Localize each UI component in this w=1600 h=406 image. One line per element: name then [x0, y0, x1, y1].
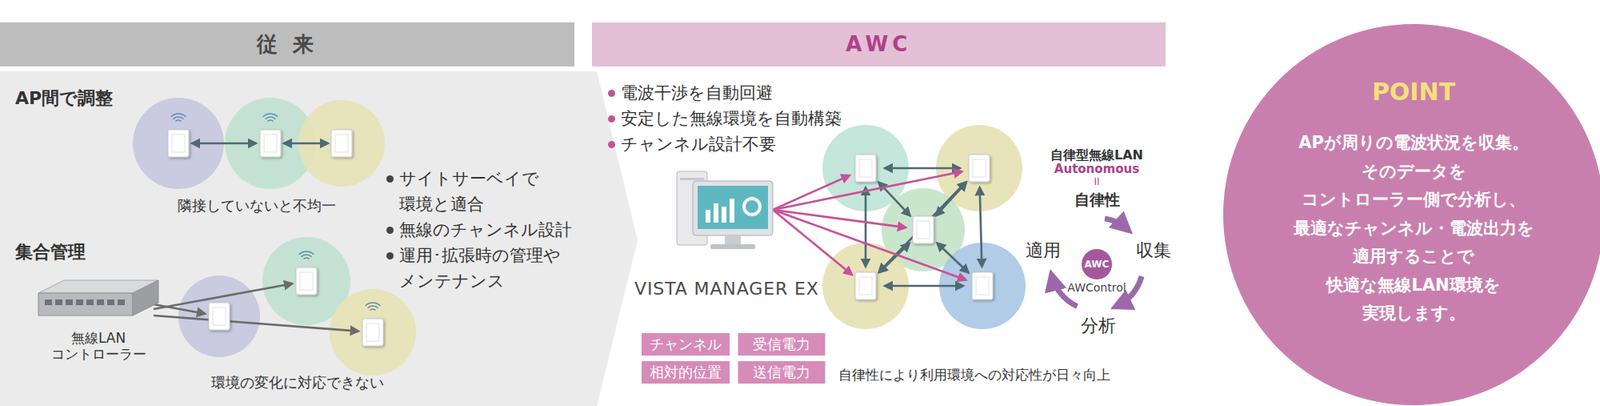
label-text: 自律性により利用環境への対応性が日々向上	[838, 366, 1111, 383]
signal-arrow	[879, 181, 967, 272]
label-text: 自律性	[1074, 190, 1120, 208]
node-title: AWC	[1084, 258, 1110, 270]
label-text: チャンネル設計不要	[620, 134, 776, 154]
access-point-icon	[168, 113, 189, 157]
signal-arrow	[980, 187, 983, 267]
awc-hub: AWCAWControl	[1081, 248, 1112, 280]
text-label: 収集	[1136, 236, 1172, 264]
access-point-icon	[855, 272, 876, 300]
bullet-item: サイトサーベイで 環境と適合	[399, 166, 584, 217]
access-point-icon	[331, 129, 352, 157]
bullet-dot	[386, 175, 394, 183]
signal-arrow	[153, 304, 205, 314]
text-label: VISTA MANAGER EX	[634, 275, 820, 302]
signal-arrow	[864, 187, 868, 267]
bullet-item: 電波干渉を自動回避	[620, 80, 773, 107]
text-label: 適用	[1025, 236, 1061, 264]
bullet-dot	[608, 140, 616, 148]
parameter-tag: 相対的位置	[641, 360, 730, 384]
bullet-item: 安定した無線環境を自動構築	[620, 106, 842, 132]
node-title: 従 来	[256, 32, 319, 57]
section-header: AWC	[592, 22, 1166, 67]
coverage-circle	[329, 288, 416, 376]
label-text: Autonomous	[1054, 161, 1140, 176]
legacy-panel	[0, 71, 638, 406]
point-circle: POINT APが周りの電波状況を収集。 そのデータを コントローラー側で分析し、…	[1222, 23, 1600, 406]
access-point-icon	[972, 272, 993, 300]
label-text: 収集	[1136, 240, 1172, 260]
label-text: 運用･拡張時の管理や メンテナンス	[399, 245, 561, 291]
bullet-dot	[608, 115, 616, 123]
node-title: 送信電力	[752, 363, 811, 381]
text-label: 隣接していないと不均一	[177, 194, 336, 216]
bullet-dot	[386, 252, 394, 260]
signal-arrow	[192, 142, 256, 145]
access-point-icon	[968, 154, 990, 182]
bullet-item: 無線のチャンネル設計	[399, 217, 584, 244]
computer-illustration	[676, 171, 773, 249]
cycle-arrow	[1104, 218, 1128, 230]
label-text: 分析	[1080, 315, 1116, 336]
label-text: 自律型無線LAN	[1050, 147, 1144, 163]
signal-arrow	[884, 167, 960, 170]
node-title: POINT	[1222, 77, 1600, 107]
access-point-icon	[362, 302, 384, 346]
signal-arrow	[936, 242, 968, 272]
coverage-circle	[178, 275, 260, 357]
bullet-dot	[608, 89, 616, 97]
label-text: 電波干渉を自動回避	[620, 83, 773, 103]
text-label: 自律性により利用環境への対応性が日々向上	[838, 364, 1111, 386]
label-text: 無線のチャンネル設計	[399, 220, 572, 240]
label-text: 安定した無線環境を自動構築	[620, 108, 842, 128]
signal-arrow	[153, 315, 359, 332]
text-label: 分析	[1080, 312, 1116, 339]
node-title: 無線LAN コントローラー	[46, 329, 151, 363]
text-label: 自律性	[1074, 188, 1120, 212]
node-title: チャンネル	[649, 335, 722, 353]
access-point-icon	[260, 113, 281, 157]
bullet-dot	[386, 226, 394, 234]
signal-arrow	[772, 209, 966, 280]
label-text: II	[1093, 176, 1100, 188]
switch-icon	[30, 268, 167, 325]
signal-arrow	[772, 209, 852, 275]
node-body: AWControl	[1067, 280, 1126, 295]
label-text: 環境の変化に対応できない	[211, 373, 384, 391]
text-label: 環境の変化に対応できない	[211, 371, 384, 393]
parameter-tag: 送信電力	[738, 360, 826, 384]
text-label: 集合管理	[15, 238, 86, 265]
controller-device: 無線LAN コントローラー	[30, 268, 167, 381]
label-text: VISTA MANAGER EX	[634, 278, 820, 299]
label-text: サイトサーベイで 環境と適合	[399, 168, 540, 214]
parameter-tag: チャンネル	[641, 332, 730, 356]
node-title: 相対的位置	[649, 363, 722, 381]
signal-arrow	[772, 175, 850, 210]
access-point-icon	[208, 302, 230, 330]
signal-arrow	[884, 284, 964, 288]
text-label: AP間で調整	[15, 84, 113, 112]
node-body: APが周りの電波状況を収集。 そのデータを コントローラー側で分析し、 最適なチ…	[1289, 128, 1538, 328]
access-point-icon	[296, 251, 317, 295]
label-text: AP間で調整	[15, 88, 113, 108]
text-label: II	[1093, 174, 1100, 189]
label-text: 隣接していないと不均一	[177, 196, 336, 214]
bullet-item: 運用･拡張時の管理や メンテナンス	[399, 243, 584, 294]
signal-arrow	[284, 142, 328, 145]
label-text: 適用	[1025, 240, 1061, 260]
node-title: AWC	[845, 32, 912, 57]
access-point-icon	[912, 216, 934, 244]
text-label: Autonomous	[1054, 160, 1140, 179]
section-header: 従 来	[0, 22, 575, 67]
node-title: 受信電力	[752, 335, 811, 353]
bullet-item: チャンネル設計不要	[620, 132, 776, 158]
parameter-tag: 受信電力	[738, 332, 826, 356]
cycle-arrows	[1052, 218, 1142, 307]
access-point-icon	[855, 154, 876, 182]
label-text: 集合管理	[15, 241, 86, 262]
